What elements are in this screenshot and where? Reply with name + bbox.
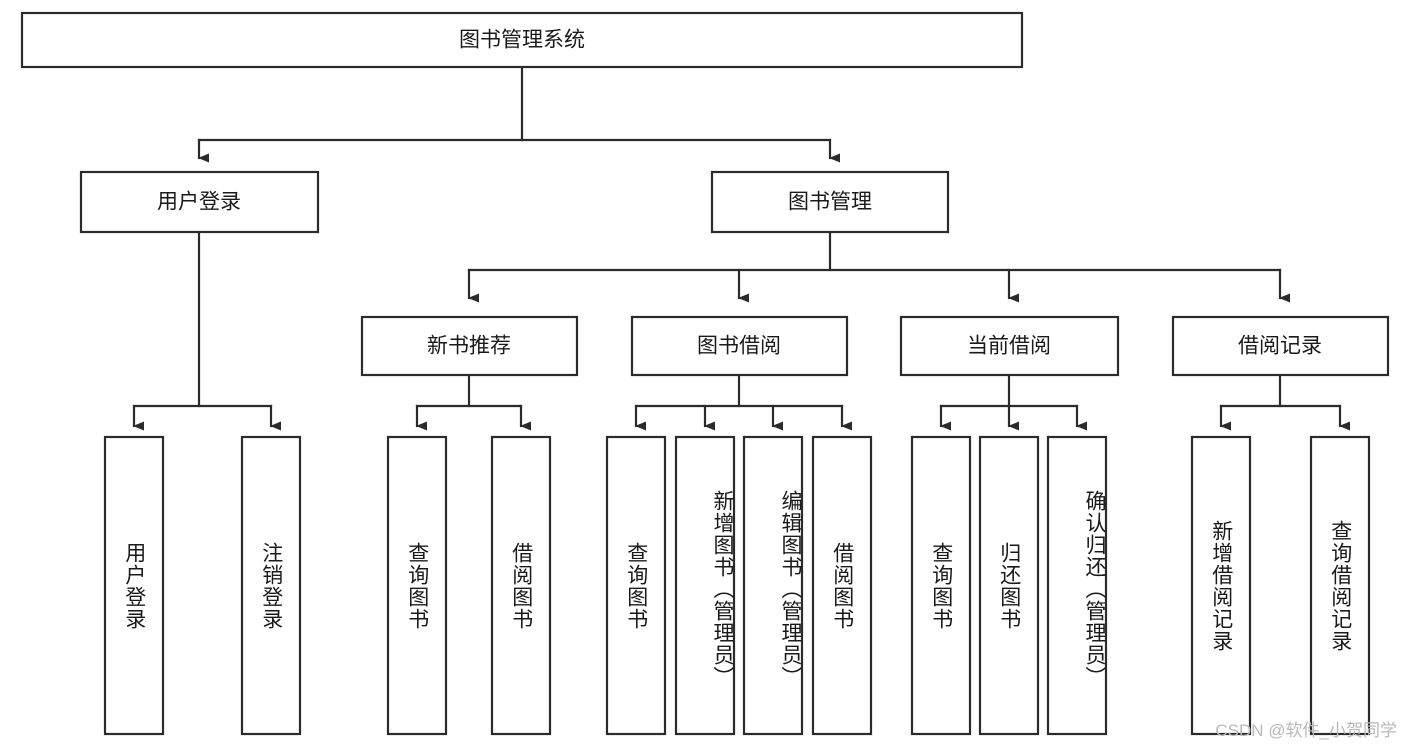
node-title-box[interactable]: 图书管理系统 xyxy=(20,11,1024,69)
node-leaf-logout-login-rect[interactable] xyxy=(240,435,302,736)
node-new-book-recommend-label: 新书推荐 xyxy=(427,335,511,358)
node-borrow-record-rect xyxy=(1171,315,1390,377)
node-book-borrow-label: 图书借阅 xyxy=(697,335,781,358)
node-borrow-record-label: 借阅记录 xyxy=(1238,335,1322,358)
csdn-watermark: CSDN @软件_小贺同学 xyxy=(1215,721,1397,740)
edge-group-new-book-recommend xyxy=(415,373,531,431)
node-leaf-query-book-3-rect[interactable] xyxy=(910,435,972,736)
node-leaf-return-book-rect[interactable] xyxy=(978,435,1040,736)
node-user-login-rect xyxy=(79,170,320,234)
node-current-borrow-label: 当前借阅 xyxy=(967,335,1051,358)
node-new-book-recommend[interactable]: 新书推荐 xyxy=(360,315,579,377)
edge-group-root xyxy=(197,65,840,163)
node-book-borrow[interactable]: 图书借阅 xyxy=(630,315,849,377)
node-title-box-rect xyxy=(20,11,1024,69)
leaf-rect-group xyxy=(103,435,1371,736)
node-leaf-query-book-1-rect[interactable] xyxy=(386,435,448,736)
node-book-management-label: 图书管理 xyxy=(788,191,872,214)
node-leaf-user-login-rect[interactable] xyxy=(103,435,165,736)
node-leaf-confirm-return-rect[interactable] xyxy=(1046,435,1108,736)
edge-group-user-login xyxy=(132,230,281,431)
node-book-borrow-rect xyxy=(630,315,849,377)
node-leaf-add-record-rect[interactable] xyxy=(1190,435,1252,736)
node-leaf-query-book-2-rect[interactable] xyxy=(605,435,667,736)
node-user-login[interactable]: 用户登录 xyxy=(79,170,320,234)
edge-group-current-borrow xyxy=(939,373,1087,431)
node-book-management-rect xyxy=(710,170,950,234)
node-book-management[interactable]: 图书管理 xyxy=(710,170,950,234)
edge-group-book-borrow xyxy=(634,373,852,431)
edge-group-book-management xyxy=(467,230,1290,303)
node-current-borrow[interactable]: 当前借阅 xyxy=(899,315,1120,377)
edge-group-borrow-record xyxy=(1219,373,1350,431)
node-borrow-record[interactable]: 借阅记录 xyxy=(1171,315,1390,377)
node-user-login-label: 用户登录 xyxy=(157,191,241,214)
node-leaf-borrow-book-1-rect[interactable] xyxy=(490,435,552,736)
node-new-book-recommend-rect xyxy=(360,315,579,377)
node-leaf-add-book-rect[interactable] xyxy=(674,435,736,736)
node-leaf-query-record-rect[interactable] xyxy=(1309,435,1371,736)
node-title-box-label: 图书管理系统 xyxy=(459,29,585,52)
node-current-borrow-rect xyxy=(899,315,1120,377)
node-leaf-borrow-book-2-rect[interactable] xyxy=(811,435,873,736)
node-leaf-edit-book-rect[interactable] xyxy=(742,435,804,736)
